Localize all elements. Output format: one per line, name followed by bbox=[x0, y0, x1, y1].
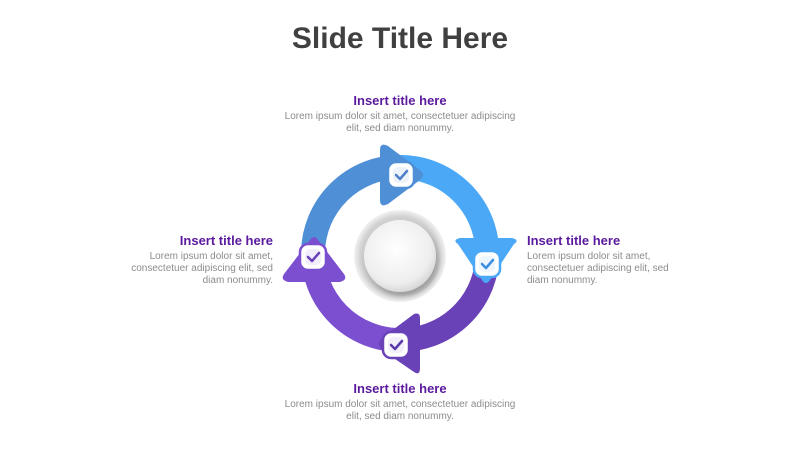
check-icon bbox=[298, 242, 328, 272]
item-right: Insert title here Lorem ipsum dolor sit … bbox=[527, 233, 672, 287]
check-icon bbox=[381, 330, 411, 360]
item-right-desc: Lorem ipsum dolor sit amet, consectetuer… bbox=[527, 251, 669, 286]
check-icon bbox=[472, 249, 502, 279]
item-bottom: Insert title here Lorem ipsum dolor sit … bbox=[280, 381, 520, 423]
item-right-title: Insert title here bbox=[527, 233, 621, 248]
item-left: Insert title here Lorem ipsum dolor sit … bbox=[128, 233, 273, 287]
slide-title: Slide Title Here bbox=[291, 22, 509, 55]
item-left-title: Insert title here bbox=[179, 233, 273, 248]
check-icon bbox=[386, 160, 416, 190]
item-top-title: Insert title here bbox=[353, 93, 447, 108]
item-bottom-desc: Lorem ipsum dolor sit amet, consectetuer… bbox=[284, 399, 516, 422]
item-left-desc: Lorem ipsum dolor sit amet, consectetuer… bbox=[131, 251, 273, 286]
item-top-desc: Lorem ipsum dolor sit amet, consectetuer… bbox=[284, 111, 516, 134]
center-circle bbox=[354, 210, 446, 302]
item-top: Insert title here Lorem ipsum dolor sit … bbox=[280, 93, 520, 135]
item-bottom-title: Insert title here bbox=[353, 381, 447, 396]
